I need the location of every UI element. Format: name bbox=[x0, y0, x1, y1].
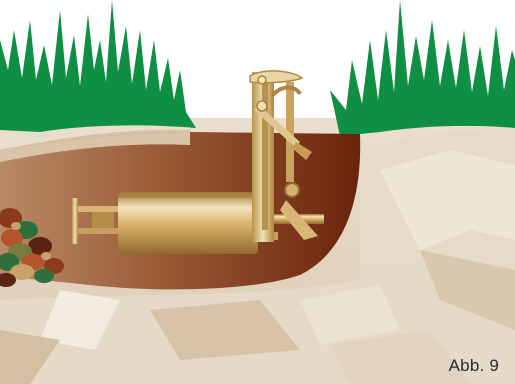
grass-left bbox=[0, 0, 196, 132]
grass-right bbox=[330, 0, 515, 136]
figure-label: Abb. 9 bbox=[449, 356, 499, 376]
